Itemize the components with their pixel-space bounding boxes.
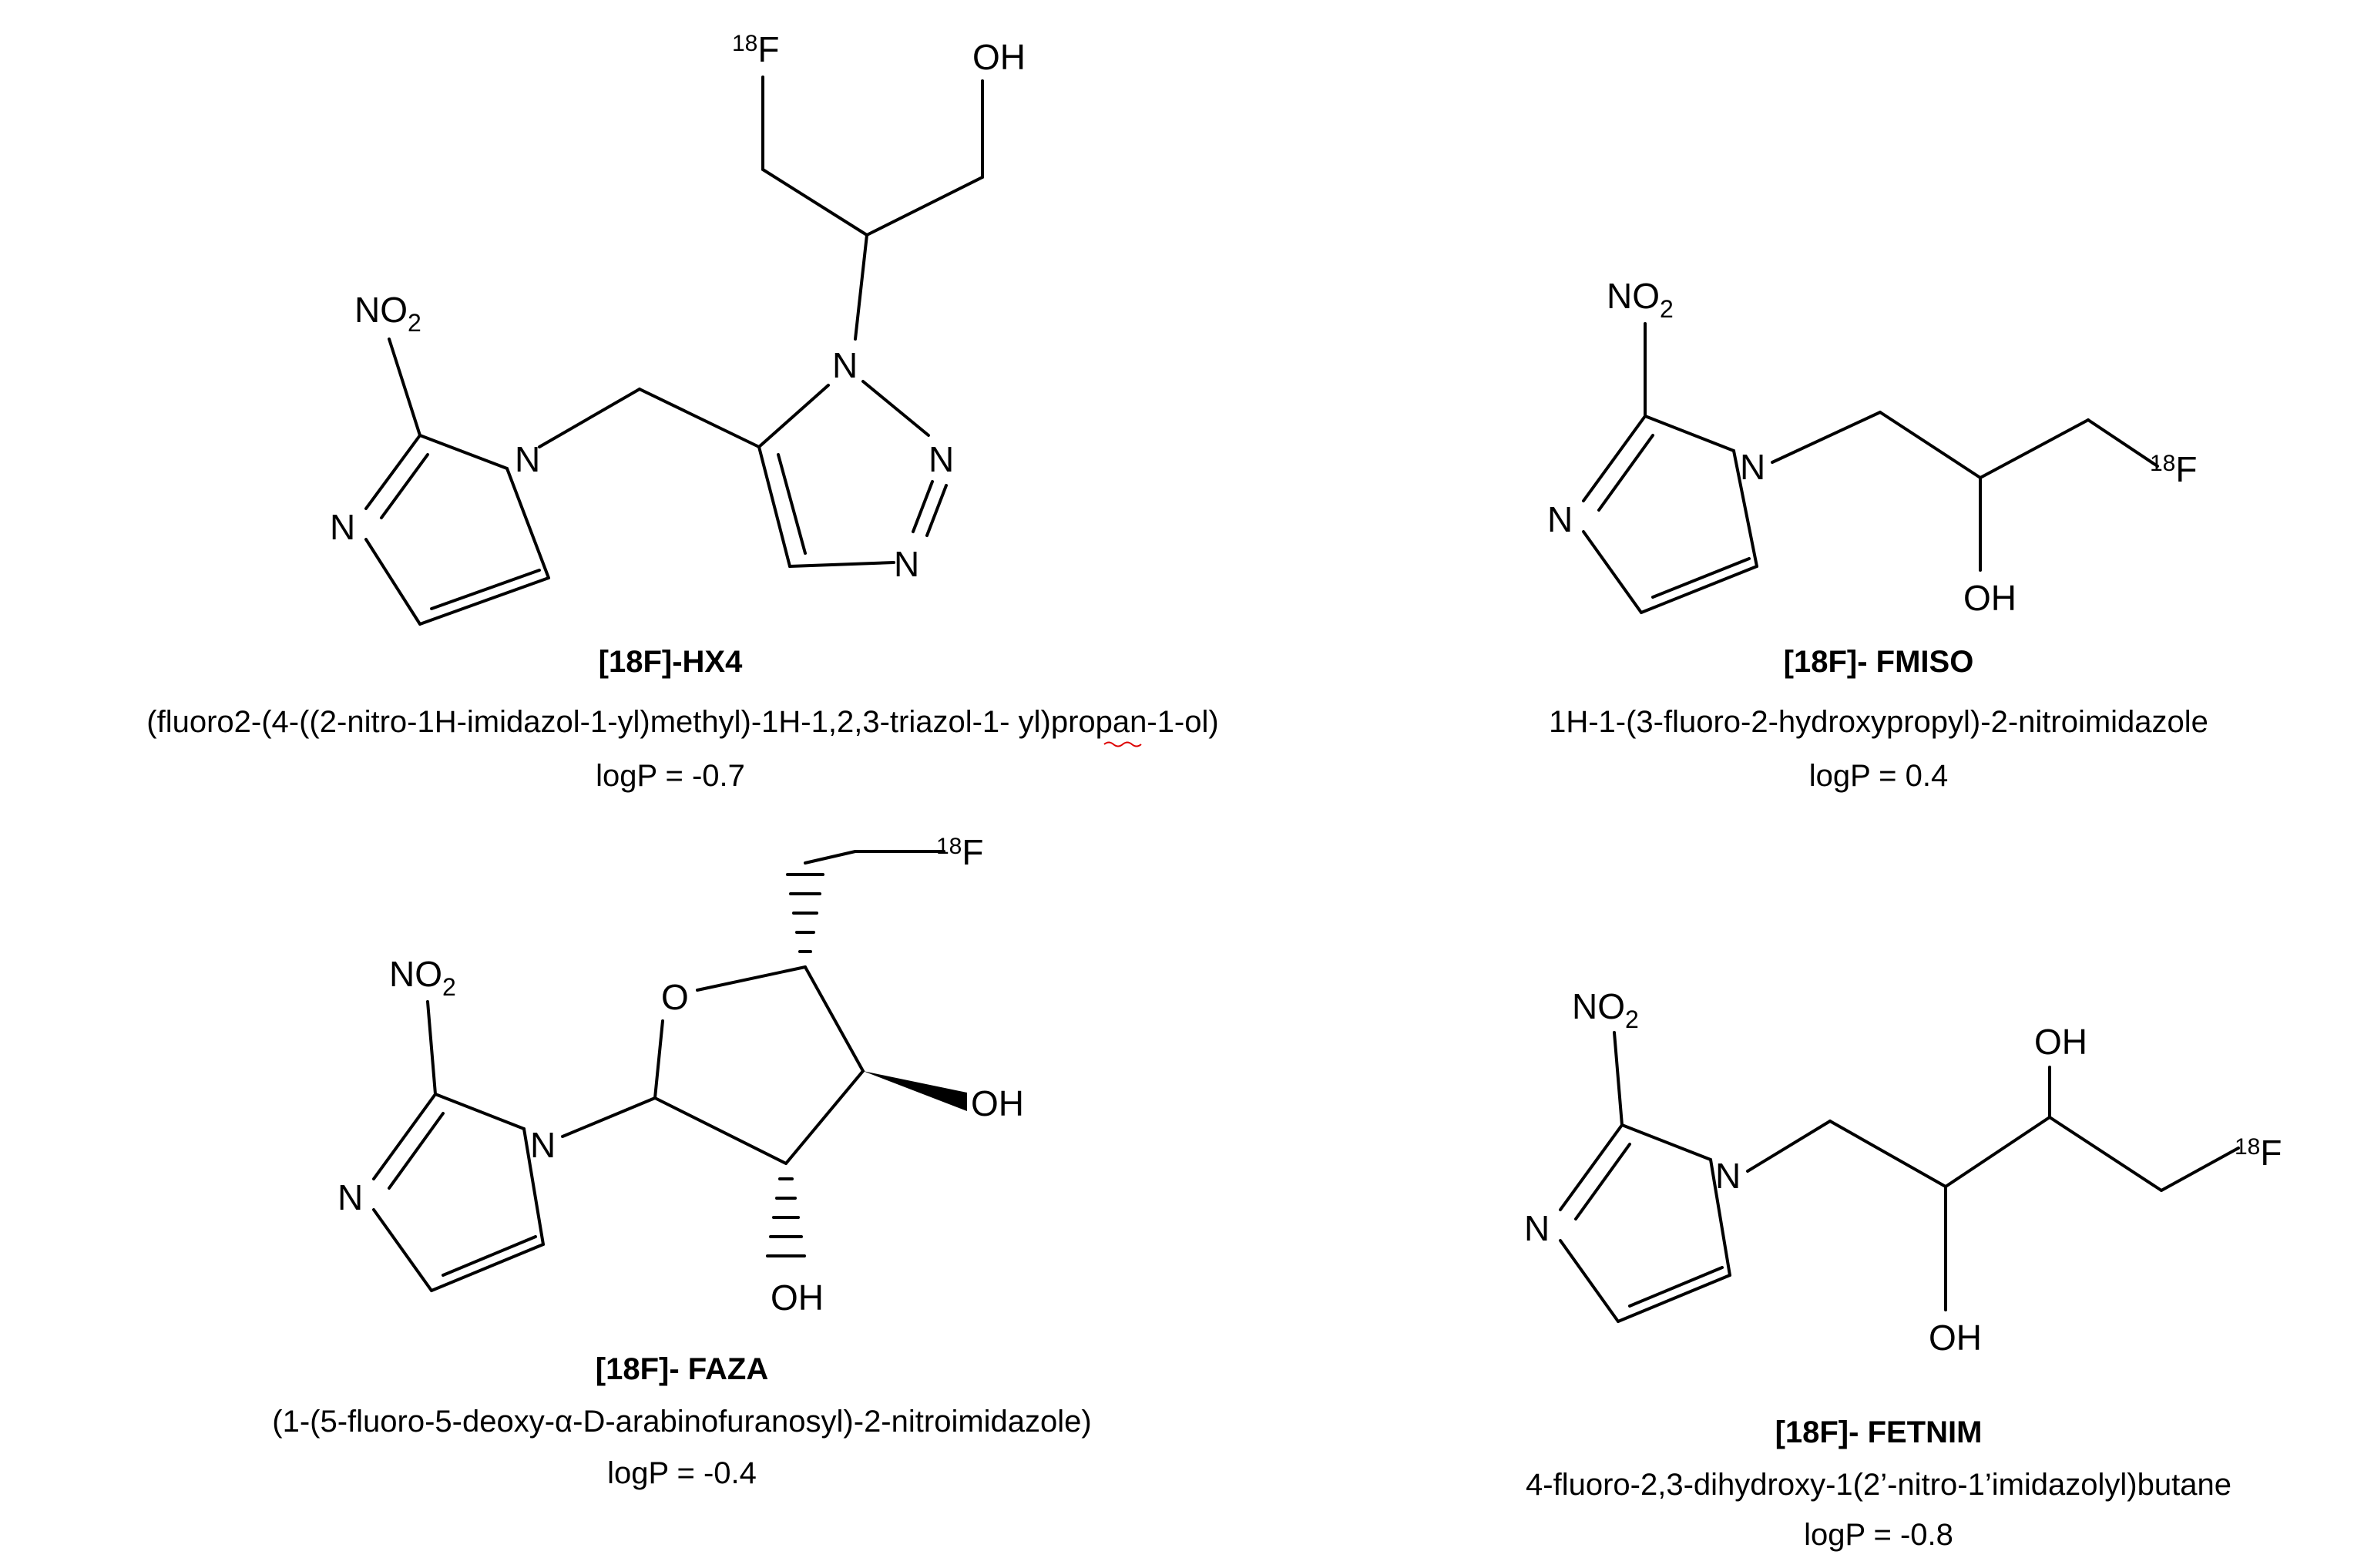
hx4-fluorine-label: 18F — [732, 29, 779, 69]
fetnim-fluorine-label: 18F — [2235, 1133, 2282, 1173]
fetnim-logp: logP = -0.8 — [1804, 1518, 1953, 1552]
faza-ring-oxygen-label: O — [661, 977, 689, 1017]
fetnim-nitro-label: NO2 — [1572, 986, 1639, 1033]
hx4-n3-label: N — [330, 507, 355, 547]
faza-name: [18F]- FAZA — [596, 1352, 768, 1386]
fetnim-n3-label: N — [1524, 1208, 1550, 1248]
fmiso-logp: logP = 0.4 — [1809, 759, 1949, 793]
fmiso-name: [18F]- FMISO — [1784, 645, 1974, 679]
fmiso-n3-label: N — [1547, 499, 1573, 539]
fmiso-iupac: 1H-1-(3-fluoro-2-hydroxypropyl)-2-nitroi… — [1549, 705, 2208, 739]
hx4-name: [18F]-HX4 — [599, 645, 743, 679]
fetnim-iupac: 4-fluoro-2,3-dihydroxy-1(2’-nitro-1’imid… — [1526, 1468, 2231, 1502]
faza-hydroxyl-bottom-label: OH — [771, 1278, 824, 1318]
fmiso-nitro-label: NO2 — [1607, 276, 1674, 323]
fetnim-hydroxyl-bottom-label: OH — [1929, 1318, 1982, 1358]
hx4-triazole-n1-label: N — [832, 345, 858, 385]
fmiso-structure: NO2 N N 18F OH — [1547, 276, 2197, 618]
fmiso-n1-label: N — [1740, 447, 1765, 487]
fetnim-name: [18F]- FETNIM — [1775, 1415, 1983, 1449]
faza-fluorine-label: 18F — [936, 832, 983, 872]
fetnim-n1-label: N — [1715, 1156, 1741, 1196]
faza-iupac: (1-(5-fluoro-5-deoxy-α-D-arabinofuranosy… — [272, 1405, 1091, 1439]
hx4-triazole-n2-label: N — [929, 439, 954, 479]
faza-n1-label: N — [530, 1125, 556, 1165]
faza-logp: logP = -0.4 — [607, 1456, 757, 1490]
faza-n3-label: N — [337, 1177, 363, 1217]
hx4-logp: logP = -0.7 — [596, 759, 745, 793]
hx4-iupac: (fluoro2-(4-((2-nitro-1H-imidazol-1-yl)m… — [146, 705, 1218, 739]
hx4-hydroxyl-label: OH — [972, 37, 1026, 77]
spellcheck-underline — [1103, 741, 1142, 747]
fetnim-hydroxyl-top-label: OH — [2034, 1022, 2087, 1062]
hx4-n1-label: N — [515, 439, 540, 479]
faza-hydroxyl-right-label: OH — [971, 1083, 1024, 1123]
faza-nitro-label: NO2 — [389, 954, 456, 1001]
fmiso-fluorine-label: 18F — [2150, 449, 2197, 489]
fetnim-structure: NO2 N N OH OH 18F — [1524, 986, 2282, 1358]
hx4-nitro-label: NO2 — [354, 290, 421, 337]
faza-structure: NO2 N N O OH OH 18F — [337, 832, 1024, 1318]
faza-hash-up — [786, 873, 824, 953]
faza-hash-down — [766, 1177, 806, 1257]
hx4-structure: NO2 N N N N N 18F OH — [330, 29, 1026, 626]
hx4-triazole-n3-label: N — [894, 544, 919, 584]
fmiso-hydroxyl-label: OH — [1963, 578, 2017, 618]
